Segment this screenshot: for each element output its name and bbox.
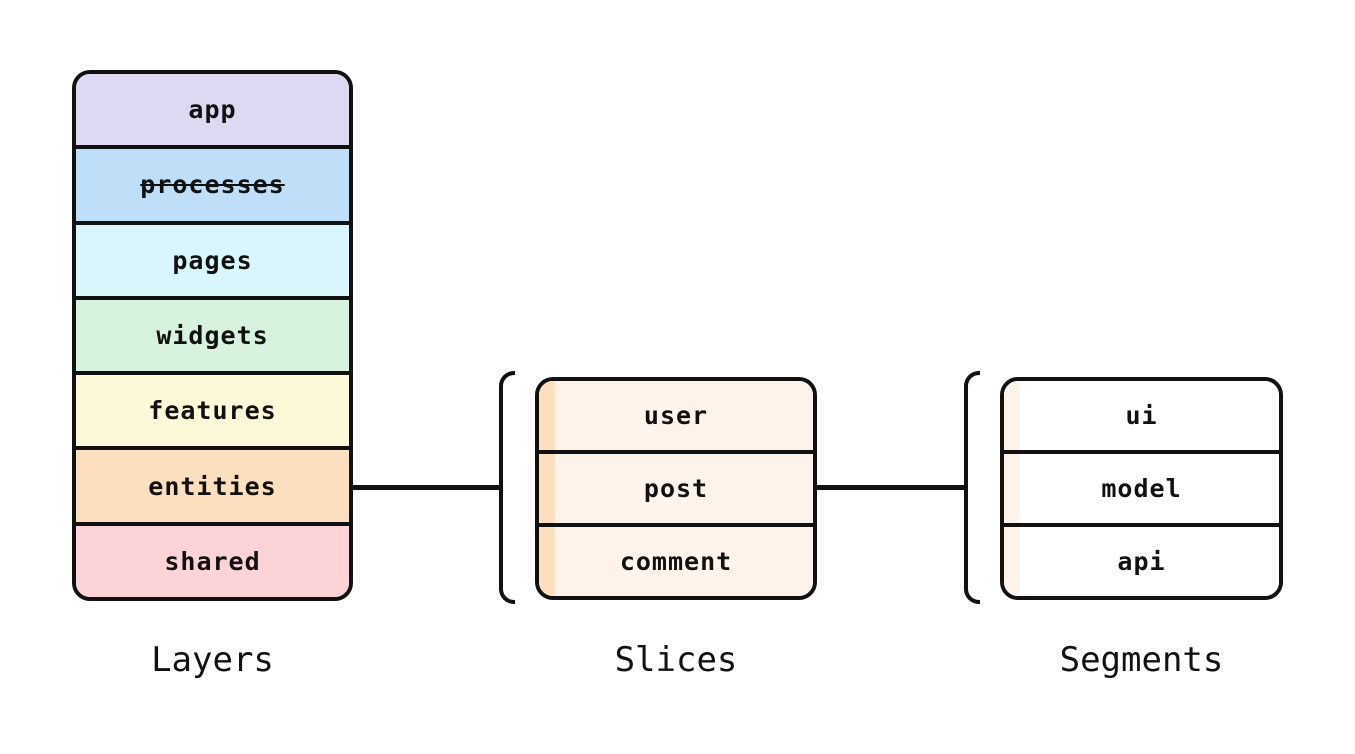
segment-label-model: model: [1101, 474, 1182, 503]
slice-row-user: user: [539, 381, 813, 450]
layer-label-shared: shared: [164, 546, 261, 576]
segment-row-api: api: [1004, 523, 1279, 596]
segment-label-api: api: [1117, 547, 1166, 576]
layers-caption: Layers: [151, 640, 274, 680]
slice-accent-strip: [539, 527, 555, 596]
layer-row-pages: pages: [76, 220, 349, 296]
layer-label-app: app: [188, 95, 237, 125]
slices-caption: Slices: [614, 640, 738, 680]
layer-label-processes: processes: [140, 170, 285, 200]
layer-label-widgets: widgets: [156, 320, 269, 350]
slice-label-comment: comment: [619, 547, 733, 576]
layers-stack: app processes pages widgets features ent…: [72, 70, 353, 601]
slices-bracket: [499, 371, 515, 604]
slice-row-comment: comment: [539, 523, 813, 596]
connector-slices-to-segments: [817, 485, 964, 490]
segment-label-ui: ui: [1125, 401, 1158, 430]
segment-row-ui: ui: [1004, 381, 1279, 450]
layer-row-app: app: [76, 74, 349, 146]
segment-accent-strip: [1004, 454, 1020, 523]
segment-accent-strip: [1004, 381, 1020, 450]
slice-accent-strip: [539, 454, 555, 523]
segments-caption: Segments: [1059, 640, 1224, 680]
layer-label-features: features: [148, 396, 277, 426]
slice-accent-strip: [539, 381, 555, 450]
layer-label-entities: entities: [148, 471, 277, 501]
segments-stack: ui model api: [1000, 377, 1283, 600]
slice-label-post: post: [643, 474, 709, 503]
slice-label-user: user: [643, 401, 709, 430]
layer-row-entities: entities: [76, 446, 349, 522]
layer-row-processes: processes: [76, 145, 349, 221]
layer-row-widgets: widgets: [76, 295, 349, 372]
slice-row-post: post: [539, 450, 813, 523]
layer-row-features: features: [76, 371, 349, 447]
segment-row-model: model: [1004, 450, 1279, 523]
layer-label-pages: pages: [172, 245, 253, 275]
connector-layers-to-slices: [353, 485, 499, 490]
segment-accent-strip: [1004, 527, 1020, 596]
segments-bracket: [964, 371, 980, 604]
slices-stack: user post comment: [535, 377, 817, 600]
layer-row-shared: shared: [76, 521, 349, 597]
